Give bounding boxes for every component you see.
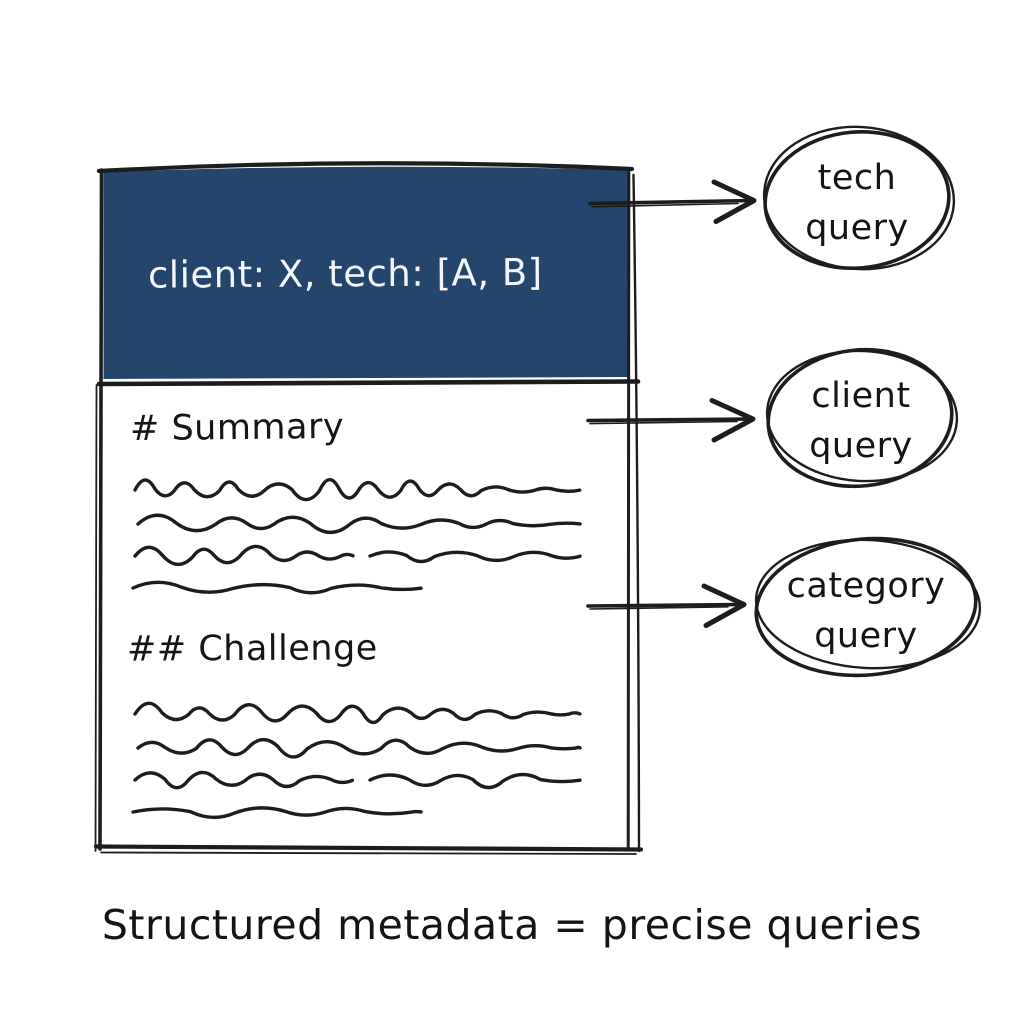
arrow-tech-head xyxy=(711,179,757,224)
arrow-tech xyxy=(588,179,757,224)
squiggle-line xyxy=(133,701,582,725)
squiggle-line xyxy=(136,737,582,759)
query-label-client: client query xyxy=(809,376,913,466)
squiggle-line xyxy=(133,544,355,567)
arrow-client-head xyxy=(709,398,756,443)
query-bubble-tech-outline xyxy=(762,125,956,271)
squiggle-line xyxy=(131,806,423,820)
caption-text: Structured metadata = precise queries xyxy=(101,901,923,949)
query-bubble-client-outline xyxy=(765,347,959,489)
section-heading-challenge: ## Challenge xyxy=(126,628,378,670)
placeholder-text-lines xyxy=(131,477,582,820)
query-bubble-category-outline xyxy=(754,536,982,678)
arrow-category xyxy=(586,583,747,628)
document-header xyxy=(103,166,629,379)
document-border xyxy=(93,161,644,855)
section-heading-summary: # Summary xyxy=(129,406,345,450)
arrow-client xyxy=(586,398,756,443)
frontmatter-text: client: X, tech: [A, B] xyxy=(147,250,543,297)
squiggle-line xyxy=(133,477,582,502)
squiggle-line xyxy=(131,580,423,595)
squiggle-line xyxy=(368,550,582,564)
arrow-category-head xyxy=(701,583,747,628)
squiggle-line xyxy=(368,772,582,790)
squiggle-line xyxy=(133,770,355,790)
header-divider-line xyxy=(96,379,641,387)
document-header-fill xyxy=(103,166,629,379)
squiggle-line xyxy=(136,513,582,535)
query-label-category: category query xyxy=(786,566,946,656)
query-label-tech: tech query xyxy=(805,158,909,248)
